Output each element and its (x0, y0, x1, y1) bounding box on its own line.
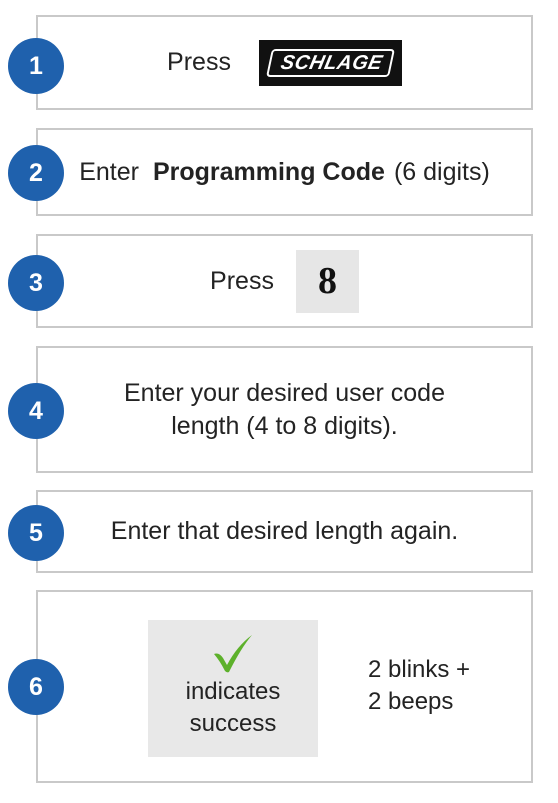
success-line1: indicates (185, 678, 281, 705)
step-3-content: Press 8 (38, 236, 531, 326)
step-4: Enter your desired user code length (4 t… (36, 346, 533, 473)
step-2-suffix: (6 digits) (393, 157, 490, 186)
step-1: Press SCHLAGE (36, 15, 533, 110)
checkmark-icon (211, 632, 255, 674)
step-1-content: Press SCHLAGE (38, 17, 531, 108)
step-3-text: Press (210, 266, 274, 295)
step-4-content: Enter your desired user code length (4 t… (38, 348, 531, 471)
success-indicator: indicates success (148, 620, 318, 757)
step-2-badge: 2 (8, 145, 64, 201)
step-2-prefix: Enter (79, 157, 139, 186)
step-6: indicates success 2 blinks + 2 beeps (36, 590, 533, 783)
result-line2: 2 beeps (368, 688, 454, 715)
keypad-key-8: 8 (295, 249, 359, 313)
step-4-line2: length (4 to 8 digits). (171, 411, 398, 440)
step-5-text: Enter that desired length again. (110, 517, 459, 545)
step-3-badge: 3 (8, 255, 64, 311)
step-1-text: Press (167, 48, 231, 76)
schlage-logo: SCHLAGE (258, 39, 402, 86)
step-3: Press 8 (36, 234, 533, 328)
step-5: Enter that desired length again. (36, 490, 533, 573)
step-6-badge: 6 (8, 659, 64, 715)
step-2-content: Enter Programming Code (6 digits) (38, 130, 531, 214)
success-line2: success (189, 710, 277, 737)
step-5-badge: 5 (8, 505, 64, 561)
step-6-result: 2 blinks + 2 beeps (368, 654, 470, 718)
step-2: Enter Programming Code (6 digits) (36, 128, 533, 216)
result-line1: 2 blinks + (368, 656, 471, 683)
step-1-badge: 1 (8, 38, 64, 94)
step-2-bold: Programming Code (152, 157, 385, 186)
step-4-badge: 4 (8, 383, 64, 439)
step-5-content: Enter that desired length again. (38, 492, 531, 571)
step-4-line1: Enter your desired user code (123, 378, 445, 407)
